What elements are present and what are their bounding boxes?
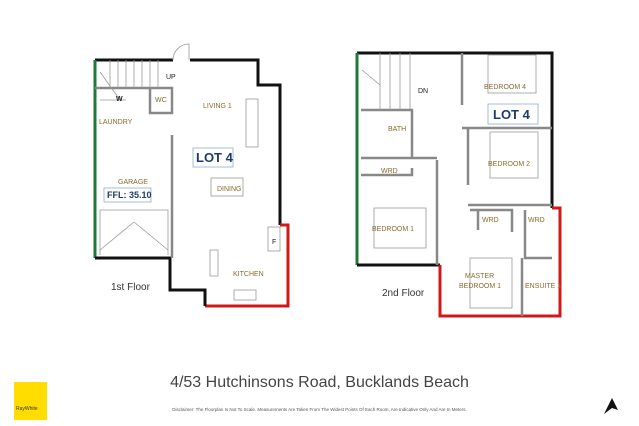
room-label-garage: GARAGE bbox=[118, 179, 148, 186]
fridge-marker: F bbox=[272, 239, 276, 246]
property-address: 4/53 Hutchinsons Road, Bucklands Beach bbox=[170, 374, 469, 391]
room-label-ensuite: ENSUITE 1 bbox=[525, 283, 561, 290]
stair-down-label: DN bbox=[418, 88, 428, 95]
room-label-kitchen: KITCHEN bbox=[233, 271, 264, 278]
washer-marker: W bbox=[116, 96, 123, 103]
floor-label: 2nd Floor bbox=[382, 288, 425, 299]
disclaimer: Disclaimer: The Floorplan Is Not To Scal… bbox=[172, 407, 467, 412]
stair-up-label: UP bbox=[166, 74, 176, 81]
room-label-bedroom-4: BEDROOM 4 bbox=[484, 84, 526, 91]
room-label-laundry: LAUNDRY bbox=[99, 119, 133, 126]
raywhite-logo: RayWhite bbox=[14, 382, 47, 420]
room-label-bath: BATH bbox=[388, 126, 406, 133]
room-label-living: LIVING 1 bbox=[203, 103, 232, 110]
lot-label: LOT 4 bbox=[196, 150, 234, 165]
room-label-master: MASTER bbox=[465, 273, 494, 280]
second-floor-plan: BEDROOM 4 BEDROOM 2 BATH WRD BEDROOM 1 W… bbox=[355, 51, 562, 318]
room-label-bedroom-2: BEDROOM 2 bbox=[488, 161, 530, 168]
north-arrow-icon bbox=[604, 398, 618, 414]
ffl-label: FFL: 35.10 bbox=[107, 190, 152, 200]
floor-label: 1st Floor bbox=[111, 282, 151, 293]
first-floor-plan: 1st Floor LIVING 1 DINING GARAGE LAUNDRY… bbox=[93, 43, 290, 308]
room-label-wrd-2: WRD bbox=[482, 217, 499, 224]
room-label-wrd-3: WRD bbox=[528, 217, 545, 224]
logo-text: RayWhite bbox=[16, 406, 38, 412]
lot-label: LOT 4 bbox=[493, 107, 531, 122]
room-label-wrd-1: WRD bbox=[381, 168, 398, 175]
room-label-master-bedroom: BEDROOM 1 bbox=[459, 283, 501, 290]
room-label-dining: DINING bbox=[217, 186, 242, 193]
room-label-wc: WC bbox=[155, 97, 167, 104]
room-label-bedroom-1: BEDROOM 1 bbox=[372, 226, 414, 233]
